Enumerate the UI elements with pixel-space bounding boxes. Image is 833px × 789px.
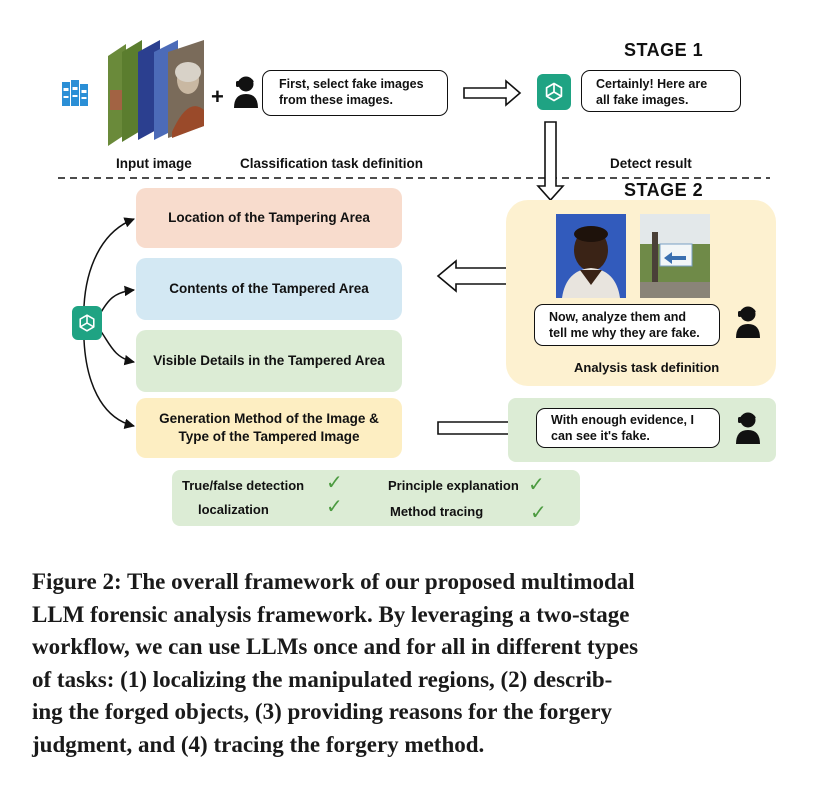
summary-item-localization: localization	[198, 502, 269, 517]
database-stack-icon	[62, 80, 88, 106]
curve-arrow-generation	[83, 339, 136, 429]
assistant-reply-line: Certainly! Here are	[596, 77, 708, 91]
analysis-task-label: Analysis task definition	[574, 360, 720, 375]
analysis-prompt-line: tell me why they are fake.	[549, 326, 700, 340]
arrow-to-gpt-stage1	[463, 79, 522, 107]
detect-result-label: Detect result	[610, 156, 692, 171]
caption-line: of tasks: (1) localizing the manipulated…	[32, 666, 613, 692]
checkmark-icon: ✓	[528, 474, 545, 496]
assistant-reply-line: all fake images.	[596, 93, 689, 107]
assistant-reply-bubble: Certainly! Here are all fake images.	[581, 70, 741, 112]
caption-line: LLM forensic analysis framework. By leve…	[32, 601, 630, 627]
chatgpt-logo-icon	[72, 306, 102, 340]
sign-photo	[640, 214, 710, 298]
summary-box	[172, 470, 580, 526]
portrait-photo	[556, 214, 626, 298]
checkmark-icon: ✓	[326, 496, 343, 518]
arrow-down-to-stage2	[536, 121, 565, 202]
verdict-line: can see it's fake.	[551, 429, 650, 443]
caption-line: judgment, and (4) tracing the forgery me…	[32, 731, 485, 757]
input-image-label: Input image	[116, 156, 192, 171]
checkmark-icon: ✓	[326, 472, 343, 494]
caption-line: Figure 2: The overall framework of our p…	[32, 569, 635, 594]
input-image-stack	[108, 40, 204, 146]
curve-arrow-location	[83, 217, 135, 307]
caption-line: workflow, we can use LLMs once and for a…	[32, 634, 639, 659]
checkmark-icon: ✓	[530, 502, 547, 524]
curve-arrow-details	[99, 329, 136, 366]
classification-label: Classification task definition	[240, 156, 424, 171]
analysis-prompt-line: Now, analyze them and	[549, 310, 687, 324]
user-support-icon	[736, 306, 760, 338]
chatgpt-logo-icon	[537, 74, 571, 110]
user-support-icon	[234, 76, 258, 108]
curve-arrow-contents	[99, 285, 136, 315]
user-prompt-line: First, select fake images	[279, 77, 424, 91]
stage1-title: STAGE 1	[624, 40, 704, 60]
caption-line: ing the forged objects, (3) providing re…	[32, 699, 613, 724]
verdict-bubble: With enough evidence, I can see it's fak…	[536, 408, 720, 448]
category-location: Location of the Tampering Area	[136, 188, 402, 248]
verdict-line: With enough evidence, I	[551, 413, 694, 427]
summary-item-explanation: Principle explanation	[388, 478, 519, 493]
category-contents: Contents of the Tampered Area	[136, 258, 402, 320]
category-visible-details: Visible Details in the Tampered Area	[136, 330, 402, 392]
user-prompt-bubble: First, select fake images from these ima…	[262, 70, 448, 116]
user-support-icon	[736, 412, 760, 444]
plus-sign: +	[211, 84, 224, 109]
user-prompt-line: from these images.	[279, 93, 393, 107]
figure-caption: Figure 2: The overall framework of our p…	[32, 566, 802, 761]
analysis-prompt-bubble: Now, analyze them and tell me why they a…	[534, 304, 720, 346]
stage2-title: STAGE 2	[624, 180, 704, 200]
category-generation-method: Generation Method of the Image & Type of…	[136, 398, 402, 458]
summary-item-detection: True/false detection	[182, 478, 305, 493]
summary-item-tracing: Method tracing	[390, 504, 484, 519]
